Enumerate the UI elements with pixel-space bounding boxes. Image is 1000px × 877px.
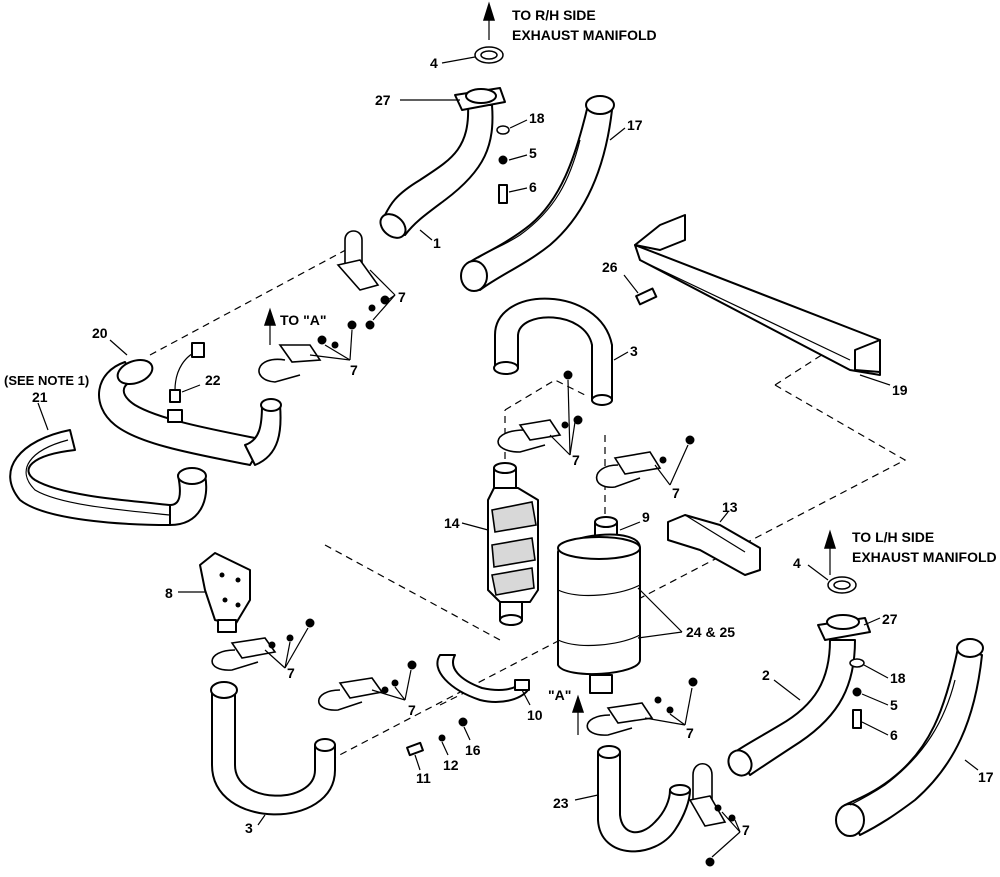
- callout-21: 21: [32, 389, 48, 405]
- callout-11: 11: [416, 770, 431, 786]
- callout-2: 2: [762, 667, 770, 683]
- hardware-11-12-16: [406, 717, 471, 771]
- hanger-bracket-8: [178, 552, 251, 633]
- a-marker-label: "A": [548, 687, 571, 703]
- callout-4-right: 4: [793, 555, 801, 571]
- callout-27-top: 27: [375, 92, 391, 108]
- callout-17-top: 17: [627, 117, 643, 133]
- clamp-set-middle-left: [258, 320, 357, 383]
- callout-23: 23: [553, 795, 569, 811]
- callout-26: 26: [602, 259, 618, 275]
- callout-12: 12: [443, 757, 459, 773]
- muffler-9: [557, 516, 641, 694]
- exhaust-pipe-23: [574, 745, 691, 853]
- callout-7-f: 7: [408, 702, 416, 718]
- callout-5-right: 5: [890, 697, 898, 713]
- callout-7-d: 7: [672, 485, 680, 501]
- clamp-set-lower-middle: [318, 660, 417, 711]
- heat-shield-17-top: [460, 95, 626, 292]
- callout-7-b: 7: [350, 362, 358, 378]
- strap-10: [436, 654, 531, 706]
- hardware-stack-right: [849, 658, 889, 736]
- clamp-set-lower-left: [211, 618, 315, 671]
- callout-17-right: 17: [978, 769, 994, 785]
- callout-20: 20: [92, 325, 108, 341]
- callout-24-25: 24 & 25: [686, 624, 735, 640]
- gasket-top: [441, 46, 504, 64]
- muffler-straps-leaders: [637, 587, 683, 639]
- bracket-13: [667, 511, 761, 576]
- callout-5-top: 5: [529, 145, 537, 161]
- rh-manifold-label-line1: TO R/H SIDE: [512, 7, 596, 23]
- callout-16: 16: [465, 742, 481, 758]
- o2-sensor-22: [169, 342, 205, 403]
- callout-14: 14: [444, 515, 460, 531]
- callout-6-top: 6: [529, 179, 537, 195]
- callout-7-a: 7: [398, 289, 406, 305]
- callout-6-right: 6: [890, 727, 898, 743]
- callout-18-right: 18: [890, 670, 906, 686]
- callout-4-top: 4: [430, 55, 438, 71]
- callout-22: 22: [205, 372, 221, 388]
- lh-manifold-label-line2: EXHAUST MANIFOLD: [852, 549, 997, 565]
- callout-27-right: 27: [882, 611, 898, 627]
- callout-10: 10: [527, 707, 543, 723]
- bolt-26: [623, 274, 658, 306]
- clamp-set-upper: [336, 230, 396, 330]
- lh-manifold-arrow: [823, 529, 837, 575]
- callout-7-g: 7: [686, 725, 694, 741]
- clamp-set-center: [497, 370, 583, 456]
- callout-1: 1: [433, 235, 441, 251]
- callout-7-h: 7: [742, 822, 750, 838]
- callout-18-top: 18: [529, 110, 545, 126]
- callout-3-top: 3: [630, 343, 638, 359]
- clamp-set-lower-right: [586, 677, 698, 736]
- see-note-label: (SEE NOTE 1): [4, 373, 89, 388]
- heat-shield-17-right: [835, 638, 984, 837]
- catalytic-converter-14: [461, 462, 539, 626]
- callout-19: 19: [892, 382, 908, 398]
- lh-manifold-label-line1: TO L/H SIDE: [852, 529, 934, 545]
- heat-shield-21: [9, 402, 208, 526]
- callout-13: 13: [722, 499, 738, 515]
- callout-8: 8: [165, 585, 173, 601]
- rh-manifold-label-line2: EXHAUST MANIFOLD: [512, 27, 657, 43]
- exhaust-pipe-1: [379, 87, 506, 241]
- callout-7-c: 7: [572, 452, 580, 468]
- clamp-set-center-right: [595, 435, 695, 488]
- gasket-right: [807, 564, 857, 594]
- callout-3-lower: 3: [245, 820, 253, 836]
- callout-9: 9: [642, 509, 650, 525]
- to-a-label: TO "A": [280, 312, 326, 328]
- support-bracket-19: [634, 214, 891, 386]
- clamp-set-bottom-right: [688, 762, 741, 867]
- hardware-stack-top: [496, 119, 528, 204]
- callout-7-e: 7: [287, 665, 295, 681]
- u-pipe-3-lower: [210, 681, 336, 826]
- exhaust-pipe-20: [98, 339, 282, 466]
- rh-manifold-arrow: [482, 1, 496, 40]
- u-pipe-3-upper: [493, 297, 629, 406]
- a-marker-arrow: [571, 694, 585, 735]
- to-a-arrow: [263, 307, 277, 345]
- exhaust-pipe-2: [727, 614, 881, 777]
